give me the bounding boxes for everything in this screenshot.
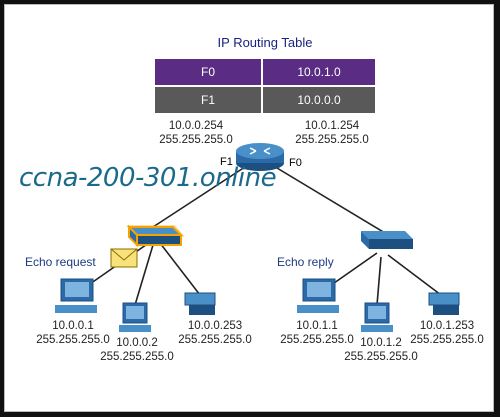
rt-row2-network: 10.0.0.0 (263, 87, 375, 113)
link-left-host2 (134, 244, 154, 306)
host-right-3-ip: 10.0.1.253 (419, 320, 475, 332)
printer-right-icon (428, 292, 460, 315)
echo-reply-label: Echo reply (277, 255, 334, 269)
host-right-1-mask: 255.255.255.0 (280, 334, 354, 346)
host-right-1-ip: 10.0.1.1 (296, 320, 338, 332)
host-right-3-mask: 255.255.255.0 (410, 334, 484, 346)
link-left-host3 (159, 242, 201, 296)
pc-right-1-icon (297, 278, 339, 313)
network-links (55, 143, 460, 332)
pc-left-2-icon (119, 302, 151, 332)
host-right-1-address: 10.0.1.1 255.255.255.0 (267, 319, 367, 347)
host-right-2-ip: 10.0.1.2 (360, 337, 402, 349)
echo-request-label: Echo request (25, 255, 96, 269)
router-f1-ip: 10.0.0.254 (168, 120, 224, 132)
router-f1-address: 10.0.0.254 255.255.255.0 (151, 119, 241, 147)
router-f1-mask: 255.255.255.0 (159, 134, 233, 146)
printer-left-icon (184, 292, 216, 315)
host-left-2-ip: 10.0.0.2 (116, 337, 158, 349)
link-right-host2 (376, 256, 382, 306)
pc-left-1-icon (55, 278, 97, 313)
switch-right-icon (361, 231, 413, 249)
host-left-3-mask: 255.255.255.0 (178, 334, 252, 346)
rt-row1-interface: F0 (155, 59, 263, 85)
routing-table-title: IP Routing Table (217, 35, 313, 50)
link-router-switch-left (152, 164, 249, 228)
host-left-3-address: 10.0.0.253 255.255.255.0 (165, 319, 265, 347)
host-right-2-mask: 255.255.255.0 (344, 351, 418, 363)
host-left-1-ip: 10.0.0.1 (52, 320, 94, 332)
router-f0-mask: 255.255.255.0 (295, 134, 369, 146)
switch-left-icon (126, 224, 185, 248)
host-right-2-address: 10.0.1.2 255.255.255.0 (331, 336, 431, 364)
port-f1-label: F1 (220, 156, 233, 168)
host-left-1-address: 10.0.0.1 255.255.255.0 (23, 319, 123, 347)
rt-row1-network: 10.0.1.0 (263, 59, 375, 85)
host-right-3-address: 10.0.1.253 255.255.255.0 (401, 319, 493, 347)
port-f0-label: F0 (289, 157, 302, 169)
router-f0-address: 10.0.1.254 255.255.255.0 (287, 119, 377, 147)
diagram-frame: IP Routing Table F0 10.0.1.0 F1 10.0.0.0… (4, 4, 494, 412)
envelope-icon (110, 248, 138, 268)
link-router-switch-right (271, 164, 386, 234)
router-f0-ip: 10.0.1.254 (304, 120, 360, 132)
host-left-2-address: 10.0.0.2 255.255.255.0 (87, 336, 187, 364)
pc-right-2-icon (361, 302, 393, 332)
host-left-2-mask: 255.255.255.0 (100, 351, 174, 363)
router-icon (236, 143, 284, 171)
rt-row2-interface: F1 (155, 87, 263, 113)
host-left-3-ip: 10.0.0.253 (187, 320, 243, 332)
link-right-host3 (387, 254, 446, 299)
host-left-1-mask: 255.255.255.0 (36, 334, 110, 346)
watermark: ccna-200-301.online (19, 163, 277, 193)
